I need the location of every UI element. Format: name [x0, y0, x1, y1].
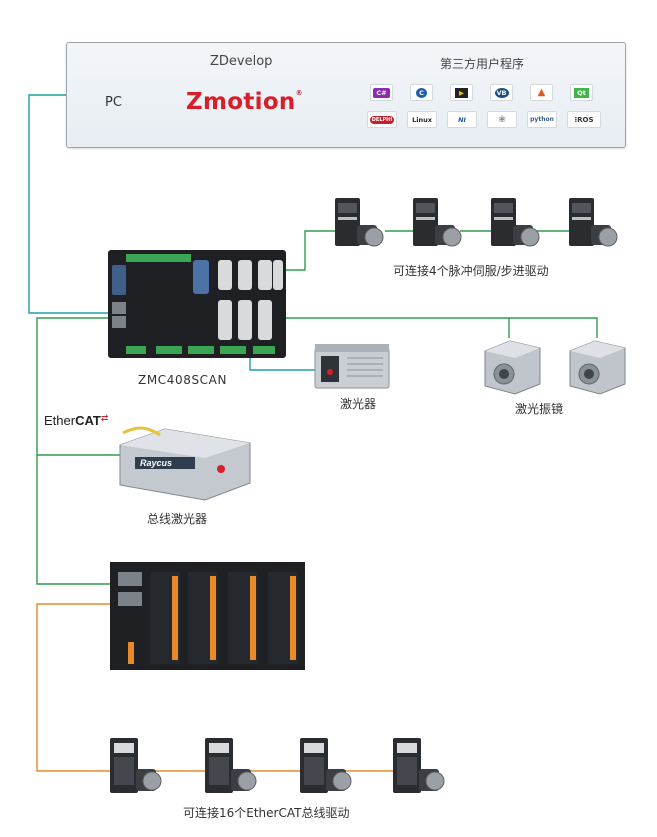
app-icons-row-2: DELPHI Linux NI ❀ python ⁞ROS: [367, 111, 601, 128]
galvo-heads: [484, 340, 626, 395]
raspberry-icon: ❀: [487, 111, 517, 128]
ros-icon: ⁞ROS: [567, 111, 601, 128]
servo-drives-label: 可连接4个脉冲伺服/步进驱动: [393, 264, 549, 278]
drive-bus-line: [36, 603, 118, 772]
bus-drive: [110, 738, 162, 793]
laser-label: 激光器: [340, 397, 377, 411]
galvo-head: [484, 340, 541, 395]
io-link-line: [36, 455, 113, 585]
bus-drives-label: 可连接16个EtherCAT总线驱动: [183, 806, 350, 820]
cpp-icon: C: [410, 84, 433, 101]
pc-link-line: [28, 94, 113, 314]
bus-drives: [110, 738, 445, 793]
ethercat-logo: EtherCAT⇄: [44, 413, 109, 428]
laser-unit: [314, 344, 390, 389]
ni-icon: NI: [447, 111, 477, 128]
ethercat-io-module: [110, 562, 305, 670]
csharp-icon: C#: [370, 84, 393, 101]
servo-drive: [413, 198, 462, 247]
raycus-logo: Raycus: [140, 458, 173, 468]
galvo-label: 激光振镜: [515, 402, 564, 416]
servo-drive: [491, 198, 540, 247]
bus-laser-label: 总线激光器: [147, 512, 208, 526]
galvo-link-line: [278, 317, 598, 338]
servo-drive: [335, 198, 384, 247]
servo-drives: [335, 198, 618, 247]
servo-drive: [569, 198, 618, 247]
vb-icon: VB: [490, 84, 513, 101]
linux-icon: Linux: [407, 111, 437, 128]
python-icon: python: [527, 111, 557, 128]
zmc408scan-controller: [108, 250, 286, 358]
bus-drive: [205, 738, 257, 793]
app-icons-row-1: C# C ▶ VB ▲ Qt: [370, 84, 593, 101]
bus-drive: [393, 738, 445, 793]
matlab-icon: ▲: [530, 84, 553, 101]
labview-icon: ▶: [450, 84, 473, 101]
qt-icon: Qt: [570, 84, 593, 101]
galvo-head: [569, 340, 626, 395]
zdevelop-label: ZDevelop: [210, 54, 273, 69]
third-party-title: 第三方用户程序: [440, 57, 525, 71]
bus-drive: [300, 738, 352, 793]
bus-laser-unit: [119, 426, 251, 501]
pc-label: PC: [105, 95, 122, 110]
ethercat-link-line: [36, 317, 120, 456]
zmotion-logo: Zmotion®: [186, 89, 303, 115]
controller-label: ZMC408SCAN: [138, 373, 228, 387]
delphi-icon: DELPHI: [367, 111, 397, 128]
